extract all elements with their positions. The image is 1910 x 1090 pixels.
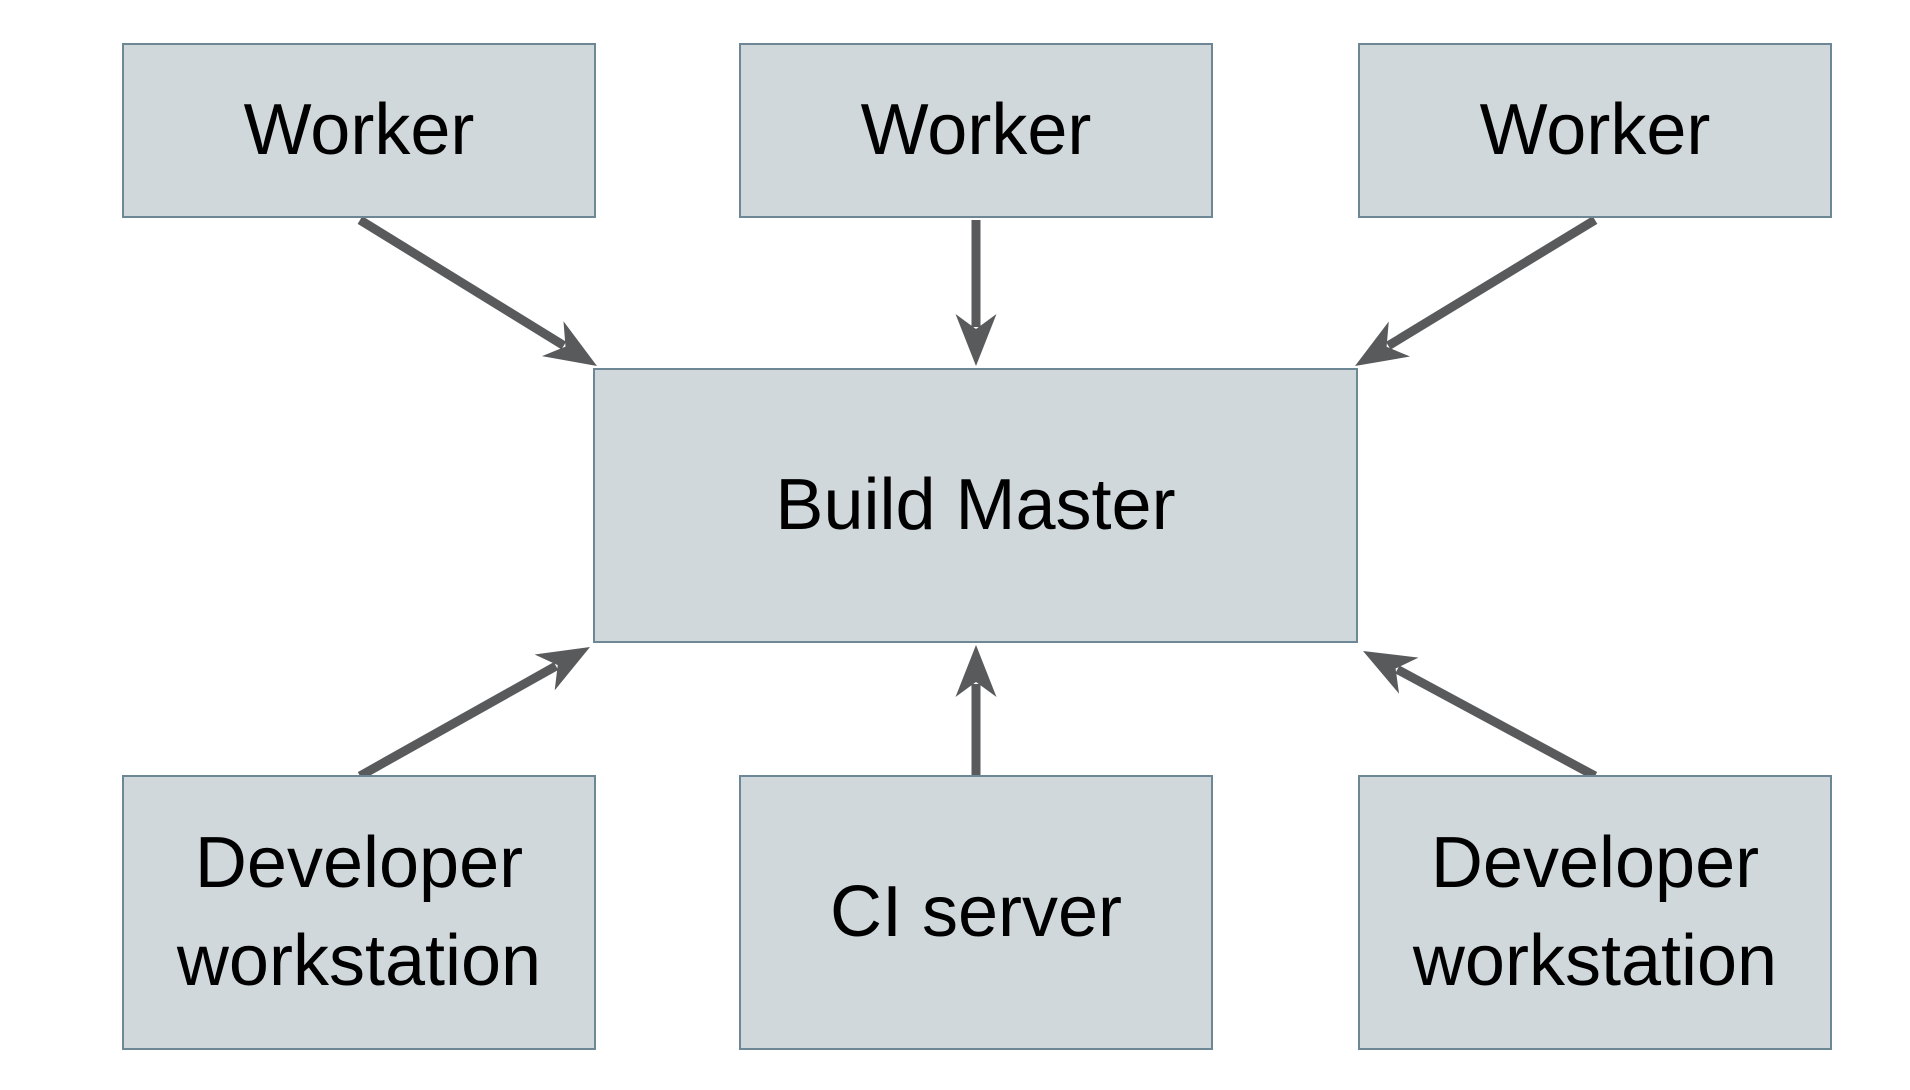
node-worker-top-left: Worker [122, 43, 596, 218]
node-label: Build Master [775, 464, 1176, 545]
arrow-ci-server-to-build-master-head [955, 645, 997, 697]
node-label: Worker [243, 89, 475, 170]
arrow-worker-right-to-build-master-head [1355, 321, 1411, 366]
node-label: Worker [1479, 89, 1711, 170]
arrow-dev-right-to-build-master-head [1363, 651, 1419, 694]
arrow-worker-center-to-build-master-head [955, 314, 997, 366]
node-developer-workstation-right: Developer workstation [1358, 775, 1832, 1050]
arrows [357, 216, 1598, 780]
node-build-master: Build Master [593, 368, 1358, 643]
node-label: CI server [829, 871, 1123, 952]
arrow-dev-right-to-build-master-shaft [1395, 665, 1598, 780]
node-worker-top-right: Worker [1358, 43, 1832, 218]
arrow-worker-right-to-build-master-shaft [1385, 216, 1598, 350]
arrow-dev-left-to-build-master-shaft [357, 662, 559, 780]
arrow-worker-left-to-build-master-shaft [357, 216, 567, 350]
node-label: Developer workstation [1412, 823, 1778, 1001]
node-developer-workstation-left: Developer workstation [122, 775, 596, 1050]
arrow-dev-left-to-build-master-head [534, 647, 590, 691]
node-ci-server: CI server [739, 775, 1213, 1050]
node-label: Worker [860, 89, 1092, 170]
node-label: Developer workstation [176, 823, 542, 1001]
node-worker-top-center: Worker [739, 43, 1213, 218]
arrow-worker-left-to-build-master-head [541, 321, 597, 366]
